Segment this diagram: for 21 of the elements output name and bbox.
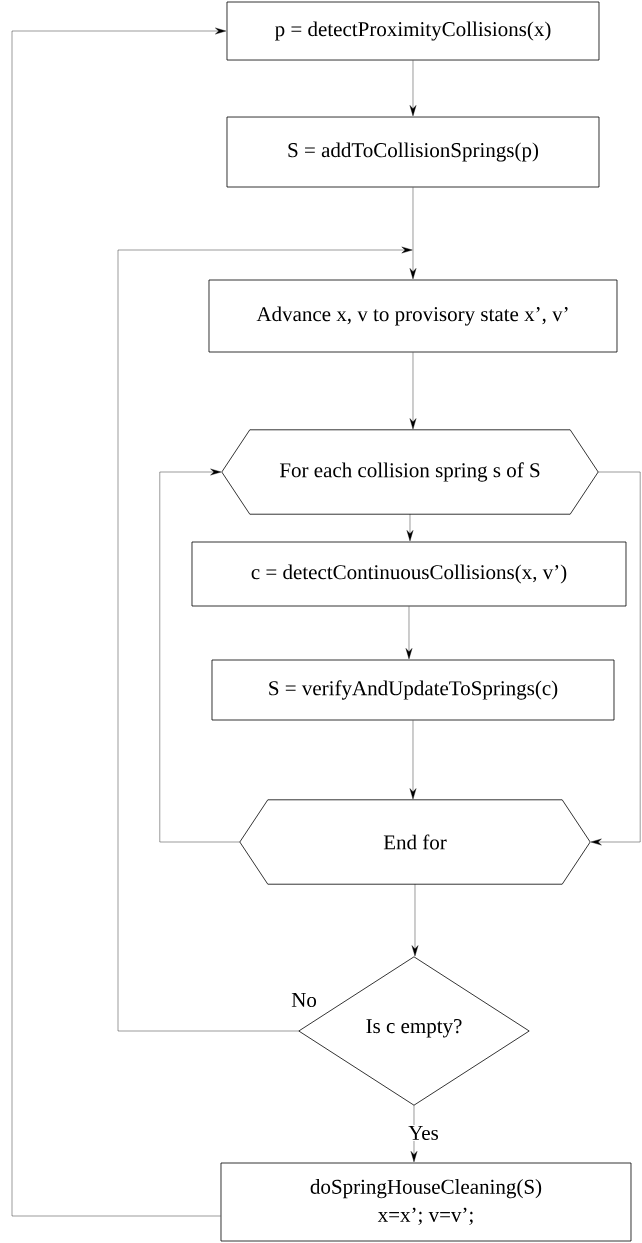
- arrow: [409, 60, 417, 117]
- loop-hexagon: For each collision spring s of S: [221, 429, 599, 515]
- arrow: [410, 1105, 418, 1163]
- process-box: c = detectContinuousCollisions(x, v’): [191, 541, 627, 607]
- arrow: [409, 720, 417, 800]
- arrow: [406, 514, 414, 542]
- process-box: p = detectProximityCollisions(x): [226, 1, 600, 61]
- arrow: [409, 187, 417, 280]
- arrow: [590, 471, 641, 846]
- process-box: doSpringHouseCleaning(S) x=x’; v=v’;: [220, 1162, 632, 1242]
- arrow: [411, 884, 419, 957]
- process-box: S = addToCollisionSprings(p): [226, 116, 600, 188]
- arrow: [409, 352, 417, 430]
- process-box: Advance x, v to provisory state x’, v’: [208, 279, 618, 353]
- arrow: [11, 27, 227, 1217]
- process-box: S = verifyAndUpdateToSprings(c): [211, 659, 615, 721]
- arrow: [159, 468, 240, 843]
- edge-label: Yes: [407, 1125, 440, 1141]
- arrow: [117, 246, 413, 1032]
- arrow: [405, 606, 413, 660]
- loop-hexagon: End for: [239, 799, 591, 885]
